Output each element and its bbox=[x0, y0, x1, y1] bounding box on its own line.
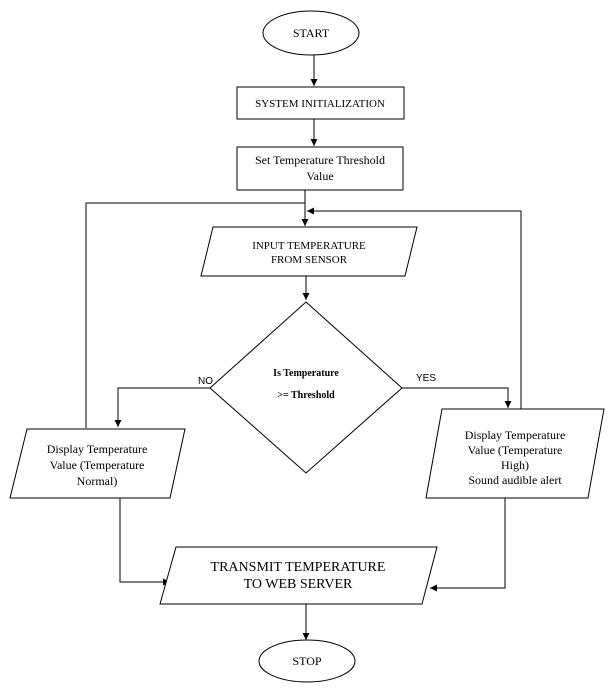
edge-label-no: NO bbox=[198, 376, 213, 387]
high-label-line1: Display Temperature bbox=[465, 428, 566, 442]
high-label-line3: High) bbox=[501, 458, 529, 472]
normal-label-line1: Display Temperature bbox=[47, 442, 148, 456]
init-label: SYSTEM INITIALIZATION bbox=[255, 98, 385, 110]
threshold-process: Set Temperature Threshold Value bbox=[236, 146, 404, 191]
transmit-label-line1: TRANSMIT TEMPERATURE bbox=[211, 560, 386, 575]
high-display-io: Display Temperature Value (Temperature H… bbox=[425, 408, 605, 499]
transmit-io: TRANSMIT TEMPERATURE TO WEB SERVER bbox=[159, 546, 438, 605]
arrow-no-to-normal bbox=[114, 387, 210, 427]
normal-label-line2: Value (Temperature bbox=[50, 458, 145, 472]
high-label-line2: Value (Temperature bbox=[468, 443, 563, 457]
start-terminal: START bbox=[262, 10, 360, 56]
normal-label-line3: Normal) bbox=[77, 474, 118, 488]
transmit-label-line2: TO WEB SERVER bbox=[244, 577, 353, 592]
decision-label-line1: Is Temperature bbox=[273, 368, 339, 379]
input-label-line1: INPUT TEMPERATURE bbox=[252, 240, 366, 252]
decision-diamond: Is Temperature >= Threshold bbox=[209, 301, 403, 474]
start-label: START bbox=[293, 26, 330, 40]
arrow-normal-to-transmit bbox=[119, 498, 170, 586]
arrow-high-to-transmit bbox=[430, 498, 506, 592]
init-process: SYSTEM INITIALIZATION bbox=[236, 86, 405, 120]
decision-label-line2: >= Threshold bbox=[277, 390, 335, 401]
stop-label: STOP bbox=[292, 654, 321, 668]
loop-back-arrow-high bbox=[307, 207, 522, 409]
arrow-yes-to-high bbox=[402, 387, 512, 408]
stop-terminal: STOP bbox=[258, 639, 356, 683]
edge-label-yes: YES bbox=[416, 373, 436, 384]
connectors bbox=[85, 55, 522, 640]
high-label-line4: Sound audible alert bbox=[468, 473, 562, 487]
threshold-label-line2: Value bbox=[306, 169, 333, 183]
threshold-label-line1: Set Temperature Threshold bbox=[255, 153, 385, 167]
loop-back-line-normal bbox=[85, 202, 305, 428]
input-io: INPUT TEMPERATURE FROM SENSOR bbox=[200, 226, 418, 277]
input-label-line2: FROM SENSOR bbox=[271, 254, 348, 266]
normal-display-io: Display Temperature Value (Temperature N… bbox=[9, 428, 186, 499]
